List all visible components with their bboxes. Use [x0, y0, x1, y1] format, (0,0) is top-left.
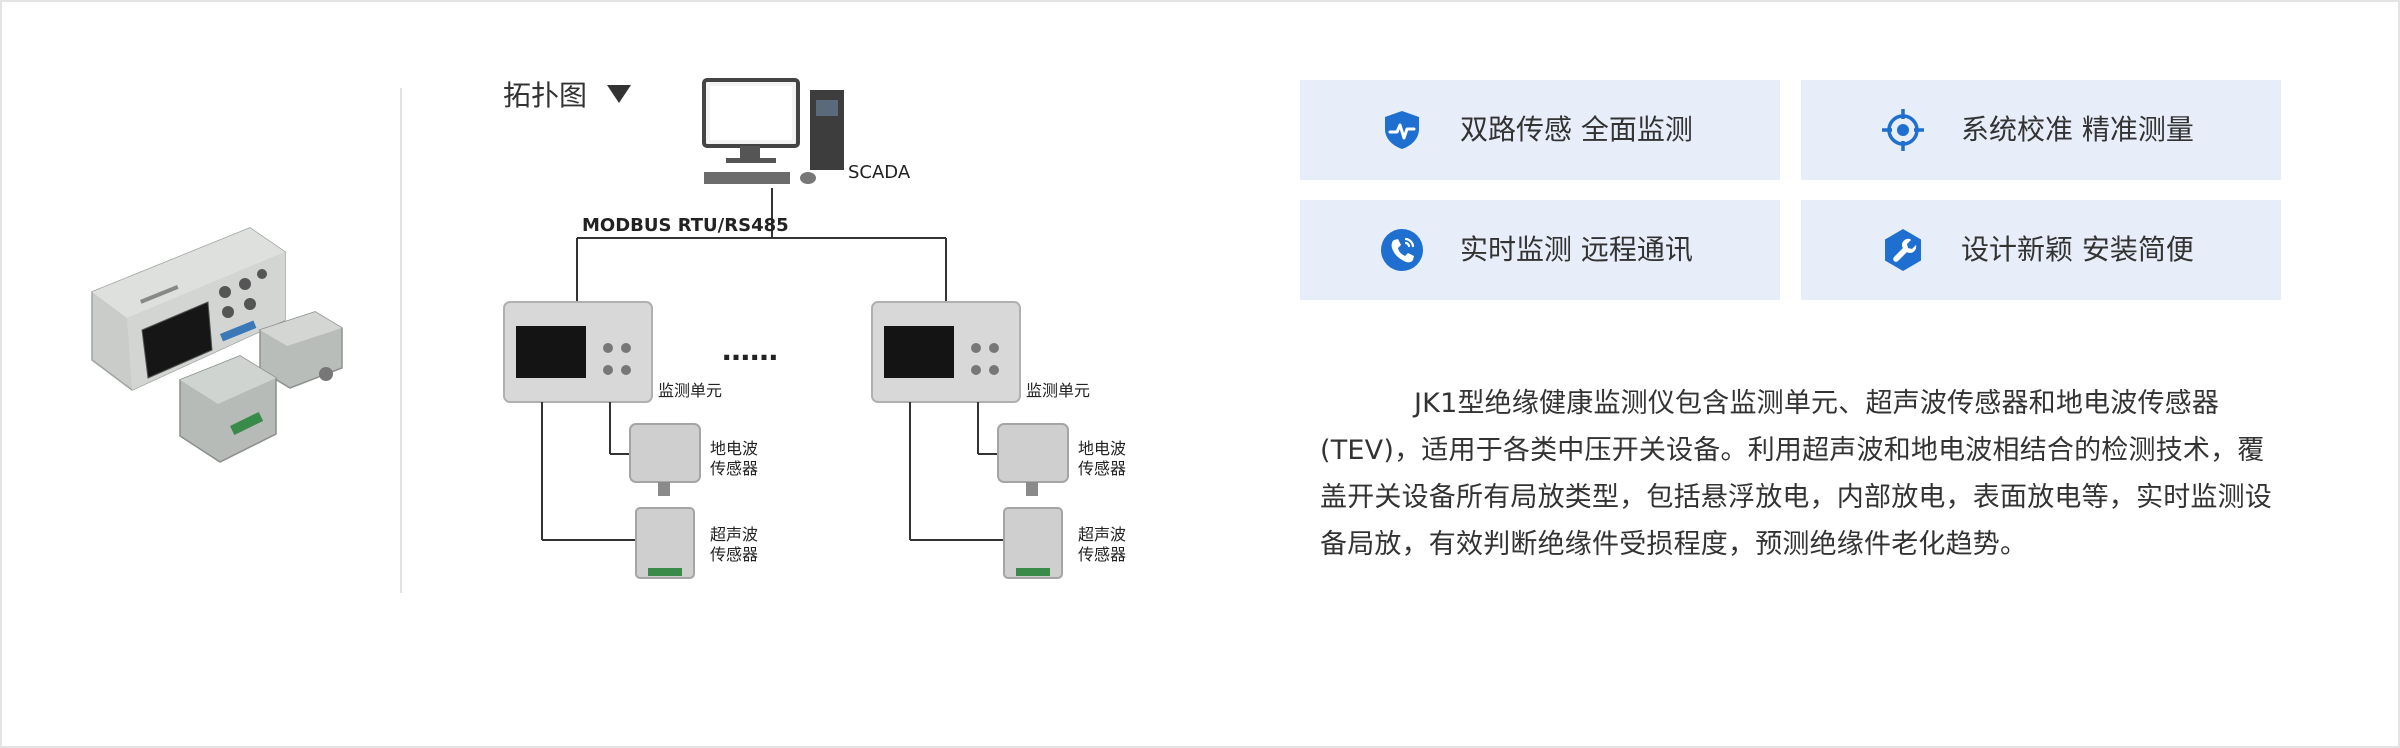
tev-sensor-2: [997, 423, 1069, 496]
dropdown-triangle-icon[interactable]: [607, 85, 632, 103]
tev-sensor-1-label-2: 传感器: [710, 459, 758, 478]
scada-label: SCADA: [848, 162, 911, 183]
tev-sensor-1-label: 地电波: [710, 439, 758, 458]
topology-title[interactable]: 拓扑图: [503, 74, 632, 114]
monitor-unit-2: [871, 301, 1021, 403]
feature-card-easy-install[interactable]: 设计新颖 安装简便: [1801, 200, 2281, 300]
ultrasonic-sensor-2-label-2: 传感器: [1078, 545, 1126, 564]
feature-cards: 双路传感 全面监测 系统校准 精准测量 实时监测 远程通讯 设计新颖 安装简便: [1300, 80, 2281, 300]
tev-sensor-1: [629, 423, 701, 496]
monitor-unit-1-label: 监测单元: [658, 381, 722, 400]
wrench-icon: [1885, 229, 1921, 271]
topology-diagram: SCADA MODBUS RTU/RS485 监测单元 …… 监测单元 地电波 …: [503, 78, 1126, 579]
ultrasonic-sensor-1: [635, 507, 695, 579]
topology-title-text: 拓扑图: [503, 79, 588, 112]
ultrasonic-sensor-2-label: 超声波: [1078, 525, 1126, 544]
tev-sensor-2-label: 地电波: [1078, 439, 1126, 458]
product-image: [91, 227, 343, 463]
feature-card-remote-comm[interactable]: 实时监测 远程通讯: [1300, 200, 1780, 300]
monitor-unit-2-label: 监测单元: [1026, 381, 1090, 400]
feature-label-3: 实时监测 远程通讯: [1460, 233, 1693, 266]
ultrasonic-sensor-1-label: 超声波: [710, 525, 758, 544]
feature-label-4: 设计新颖 安装简便: [1961, 233, 2194, 266]
crosshair-icon: [1882, 109, 1924, 151]
ellipsis-label: ……: [722, 334, 778, 367]
vertical-divider: [400, 88, 402, 593]
ultrasonic-sensor-1-label-2: 传感器: [710, 545, 758, 564]
feature-card-calibration[interactable]: 系统校准 精准测量: [1801, 80, 2281, 180]
feature-card-dual-sensing[interactable]: 双路传感 全面监测: [1300, 80, 1780, 180]
ultrasonic-sensor-2: [1003, 507, 1063, 579]
tev-sensor-2-label-2: 传感器: [1078, 459, 1126, 478]
product-description: JK1型绝缘健康监测仪包含监测单元、超声波传感器和地电波传感器(TEV)，适用于…: [1320, 388, 2272, 560]
bus-label: MODBUS RTU/RS485: [582, 215, 789, 236]
feature-label-1: 双路传感 全面监测: [1460, 113, 1693, 146]
shield-pulse-icon: [1385, 111, 1419, 149]
phone-icon: [1381, 229, 1423, 271]
scada-computer-icon: [702, 78, 844, 184]
monitor-unit-1: [503, 301, 653, 403]
feature-label-2: 系统校准 精准测量: [1961, 113, 2194, 146]
